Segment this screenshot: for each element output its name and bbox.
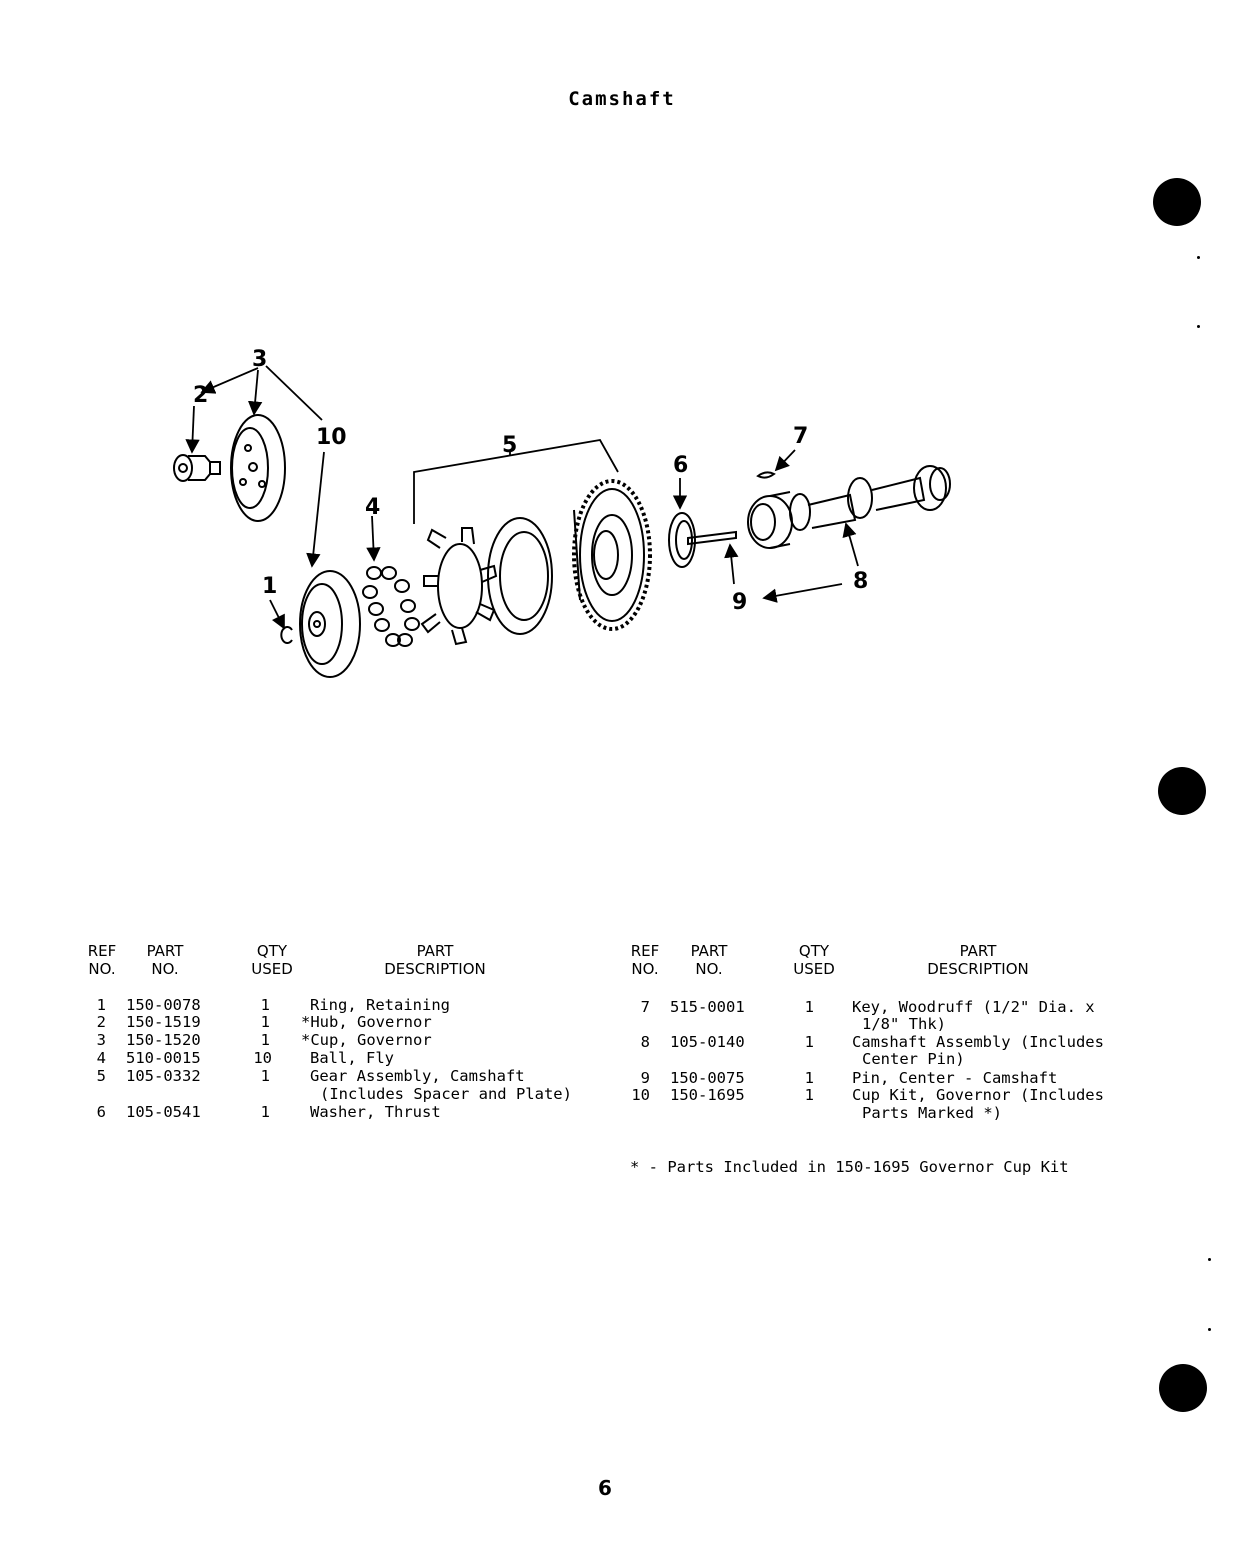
woodruff-key-part bbox=[756, 471, 776, 479]
part-no: 150-0075 bbox=[670, 1069, 745, 1087]
part-no: 150-1520 bbox=[126, 1031, 201, 1049]
part-no: 515-0001 bbox=[670, 998, 745, 1016]
retaining-ring-part bbox=[280, 626, 293, 644]
scan-speck bbox=[1197, 256, 1200, 259]
callout-4: 4 bbox=[365, 495, 380, 520]
description: *Hub, Governor bbox=[301, 1013, 432, 1031]
part-no: 150-0078 bbox=[126, 996, 201, 1014]
callout-3: 3 bbox=[252, 347, 267, 372]
description: Ball, Fly bbox=[310, 1049, 394, 1067]
qty: 1 bbox=[804, 998, 814, 1016]
callout-7: 7 bbox=[793, 424, 808, 449]
qty: 1 bbox=[804, 1069, 814, 1087]
description: Gear Assembly, Camshaft bbox=[310, 1067, 525, 1085]
ref-no: 9 bbox=[640, 1069, 650, 1087]
fly-balls-part bbox=[362, 566, 420, 647]
camshaft-exploded-diagram: 1 2 3 4 5 6 7 8 9 10 bbox=[173, 347, 951, 678]
description: Camshaft Assembly (Includes bbox=[852, 1033, 1104, 1051]
callout-1: 1 bbox=[262, 574, 277, 599]
description: Pin, Center - Camshaft bbox=[852, 1069, 1058, 1087]
part-no: 105-0140 bbox=[670, 1033, 745, 1051]
qty: 1 bbox=[260, 1067, 270, 1085]
footnote: * - Parts Included in 150-1695 Governor … bbox=[630, 1158, 1069, 1176]
scan-speck bbox=[1208, 1328, 1211, 1331]
binder-hole-top bbox=[1153, 178, 1201, 226]
governor-hub-part bbox=[173, 454, 221, 482]
qty: 1 bbox=[260, 1031, 270, 1049]
description-continued: Center Pin) bbox=[862, 1050, 965, 1068]
description: Ring, Retaining bbox=[310, 996, 450, 1014]
page-title: Camshaft bbox=[568, 88, 676, 110]
part-no: 150-1695 bbox=[670, 1086, 745, 1104]
gear-plate-part bbox=[487, 517, 553, 635]
callout-8: 8 bbox=[853, 569, 868, 594]
camshaft-assembly-part bbox=[747, 465, 951, 549]
description-continued: Parts Marked *) bbox=[862, 1104, 1002, 1122]
ref-no: 1 bbox=[96, 996, 106, 1014]
qty: 1 bbox=[260, 1013, 270, 1031]
ref-no: 6 bbox=[96, 1103, 106, 1121]
ref-no: 7 bbox=[640, 998, 650, 1016]
description: Washer, Thrust bbox=[310, 1103, 441, 1121]
binder-hole-bottom bbox=[1159, 1364, 1207, 1412]
qty: 1 bbox=[804, 1033, 814, 1051]
description: Cup Kit, Governor (Includes bbox=[852, 1086, 1104, 1104]
part-no: 510-0015 bbox=[126, 1049, 201, 1067]
ref-no: 2 bbox=[96, 1013, 106, 1031]
governor-cup-part bbox=[230, 414, 286, 522]
gear-spacer-part bbox=[420, 527, 498, 646]
scan-speck bbox=[1197, 325, 1200, 328]
callout-6: 6 bbox=[673, 453, 688, 478]
page-number: 6 bbox=[598, 1476, 612, 1500]
ref-no: 5 bbox=[96, 1067, 106, 1085]
part-no: 150-1519 bbox=[126, 1013, 201, 1031]
part-no: 105-0332 bbox=[126, 1067, 201, 1085]
ref-no: 4 bbox=[96, 1049, 106, 1067]
ref-no: 8 bbox=[640, 1033, 650, 1051]
qty: 1 bbox=[260, 996, 270, 1014]
description: *Cup, Governor bbox=[301, 1031, 432, 1049]
ref-no: 3 bbox=[96, 1031, 106, 1049]
callout-10: 10 bbox=[316, 425, 347, 450]
camshaft-gear-part bbox=[572, 479, 652, 631]
ref-no: 10 bbox=[631, 1086, 650, 1104]
center-pin-part bbox=[687, 530, 737, 546]
description-continued: (Includes Spacer and Plate) bbox=[320, 1085, 572, 1103]
thrust-washer-part bbox=[668, 512, 696, 568]
qty: 1 bbox=[804, 1086, 814, 1104]
description-continued: 1/8" Thk) bbox=[862, 1015, 946, 1033]
callout-5: 5 bbox=[502, 433, 517, 458]
part-no: 105-0541 bbox=[126, 1103, 201, 1121]
callout-9: 9 bbox=[732, 590, 747, 615]
binder-hole-middle bbox=[1158, 767, 1206, 815]
description: Key, Woodruff (1/2" Dia. x bbox=[852, 998, 1095, 1016]
qty: 1 bbox=[260, 1103, 270, 1121]
qty: 10 bbox=[253, 1049, 272, 1067]
governor-cup-lower-part bbox=[299, 570, 361, 678]
callout-2: 2 bbox=[193, 383, 208, 408]
scan-speck bbox=[1208, 1258, 1211, 1261]
